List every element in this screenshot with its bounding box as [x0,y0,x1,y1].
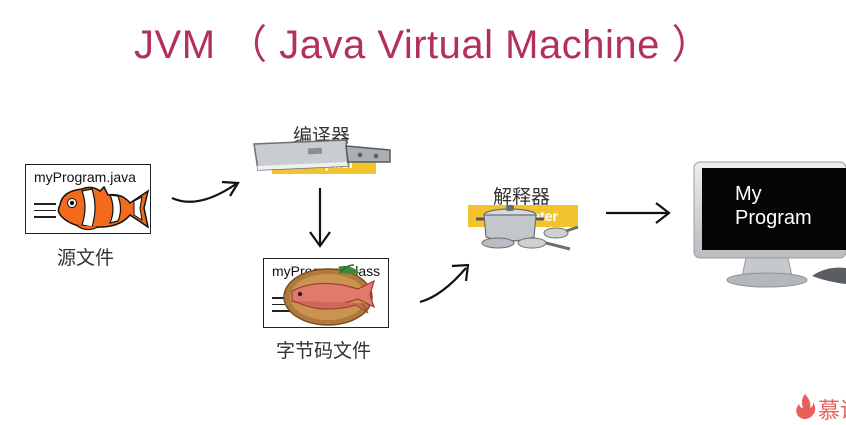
interpreter-label: 解释器 [493,187,551,208]
source-text-lines [34,203,56,223]
arrow-down-to-bytecode [309,188,331,248]
cookware-icon [476,205,579,251]
bytecode-file-document: myProgram.class [263,258,389,328]
source-filename: myProgram.java [34,169,136,185]
bytecode-text-lines [272,297,294,317]
cleaver-icon [253,139,391,171]
monitor-screen-line-2: Program [735,207,812,229]
arrow-to-monitor [606,202,671,224]
flame-logo-icon [796,394,816,419]
arrow-to-compiler [171,180,240,203]
arrow-to-interpreter [419,263,470,304]
clownfish-icon [57,185,150,231]
slide-title: JVM （ Java Virtual Machine ） [134,23,712,67]
bytecode-file-label: 字节码文件 [276,341,372,362]
fish-plate-icon [283,264,376,326]
source-file-document: myProgram.java [25,164,151,234]
source-file-label: 源文件 [57,248,115,269]
monitor-icon [693,161,846,288]
watermark-text: 慕课 [818,398,846,423]
monitor-screen-line-1: My [735,183,762,205]
